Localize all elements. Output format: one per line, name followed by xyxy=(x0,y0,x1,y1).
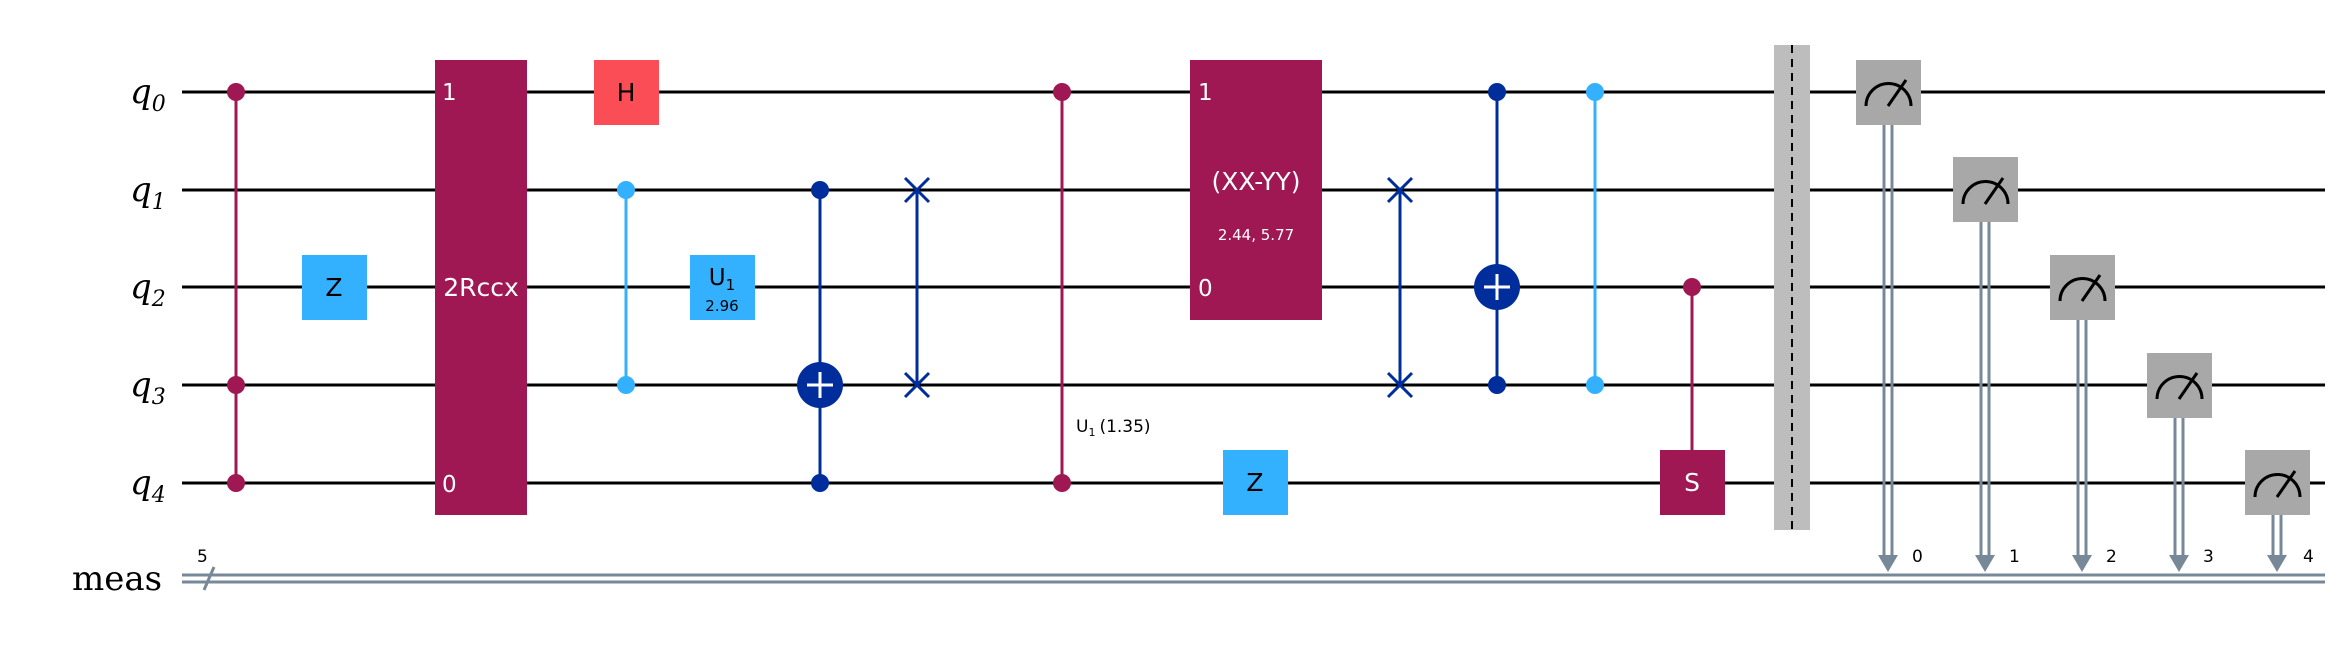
label-meas: meas xyxy=(72,559,162,599)
h-gate-q0: H xyxy=(594,60,659,125)
svg-text:0: 0 xyxy=(442,472,457,498)
svg-text:2.44, 5.77: 2.44, 5.77 xyxy=(1218,226,1294,244)
svg-text:0: 0 xyxy=(1912,547,1923,567)
control-dot xyxy=(811,474,829,492)
classical-width-label: 5 xyxy=(197,547,208,567)
cs-gate-q2-q4: S xyxy=(1660,278,1725,515)
control-dot xyxy=(1683,278,1701,296)
measure-q3: 3 xyxy=(2147,353,2214,572)
z-gate-q4: Z xyxy=(1223,450,1288,515)
label-q3: q3 xyxy=(130,365,166,410)
control-dot xyxy=(617,376,635,394)
svg-text:U1: U1 xyxy=(709,265,735,294)
control-dot xyxy=(227,376,245,394)
swap-gate-q1-q3-a xyxy=(903,176,931,399)
control-dot xyxy=(1053,83,1071,101)
cu1-gate-q0-q4: U1(1.35) xyxy=(1053,83,1151,492)
classical-width-slash xyxy=(202,566,216,591)
control-dot xyxy=(1053,474,1071,492)
svg-text:2.96: 2.96 xyxy=(705,297,738,315)
label-q0: q0 xyxy=(130,72,166,117)
measure-q4: 4 xyxy=(2245,450,2314,572)
svg-text:1: 1 xyxy=(442,80,457,106)
svg-text:0: 0 xyxy=(1198,276,1213,302)
control-dot xyxy=(1488,376,1506,394)
svg-text:2Rccx: 2Rccx xyxy=(443,273,519,302)
svg-text:Z: Z xyxy=(1246,468,1263,497)
svg-text:4: 4 xyxy=(2303,547,2314,567)
cz-gate-q1-q3 xyxy=(617,181,635,394)
measure-q0: 0 xyxy=(1856,60,1923,572)
control-dot xyxy=(227,474,245,492)
cz-gate-q0-q3 xyxy=(1586,83,1604,394)
control-dot xyxy=(617,181,635,199)
control-dot xyxy=(811,181,829,199)
swap-gate-q1-q3-b xyxy=(1386,176,1414,399)
label-q2: q2 xyxy=(130,267,166,312)
svg-text:(XX-YY): (XX-YY) xyxy=(1211,167,1300,196)
xx-minus-yy-gate: 1 (XX-YY) 2.44, 5.77 0 xyxy=(1190,60,1322,320)
svg-text:1: 1 xyxy=(1198,80,1213,106)
measure-q1: 1 xyxy=(1953,157,2020,572)
z-gate-q2: Z xyxy=(302,255,367,320)
ccx-gate-target-q2 xyxy=(1474,83,1520,394)
rccx-gate: 1 2Rccx 0 xyxy=(435,60,527,515)
control-dot xyxy=(1586,376,1604,394)
control-dot xyxy=(1586,83,1604,101)
svg-text:S: S xyxy=(1684,468,1700,497)
label-q4: q4 xyxy=(130,463,166,508)
barrier xyxy=(1774,45,1810,530)
svg-text:3: 3 xyxy=(2203,547,2214,567)
ccz-gate xyxy=(227,83,245,492)
svg-text:1: 1 xyxy=(2009,547,2020,567)
svg-text:Z: Z xyxy=(325,273,342,302)
control-dot xyxy=(227,83,245,101)
cx-gate-target-q3 xyxy=(797,181,843,492)
control-dot xyxy=(1488,83,1506,101)
label-q1: q1 xyxy=(130,170,166,215)
measure-q2: 2 xyxy=(2050,255,2117,572)
u1-gate-q2: U1 2.96 xyxy=(690,255,755,320)
svg-text:2: 2 xyxy=(2106,547,2117,567)
svg-text:H: H xyxy=(617,78,636,107)
svg-text:U1(1.35): U1(1.35) xyxy=(1076,417,1151,439)
